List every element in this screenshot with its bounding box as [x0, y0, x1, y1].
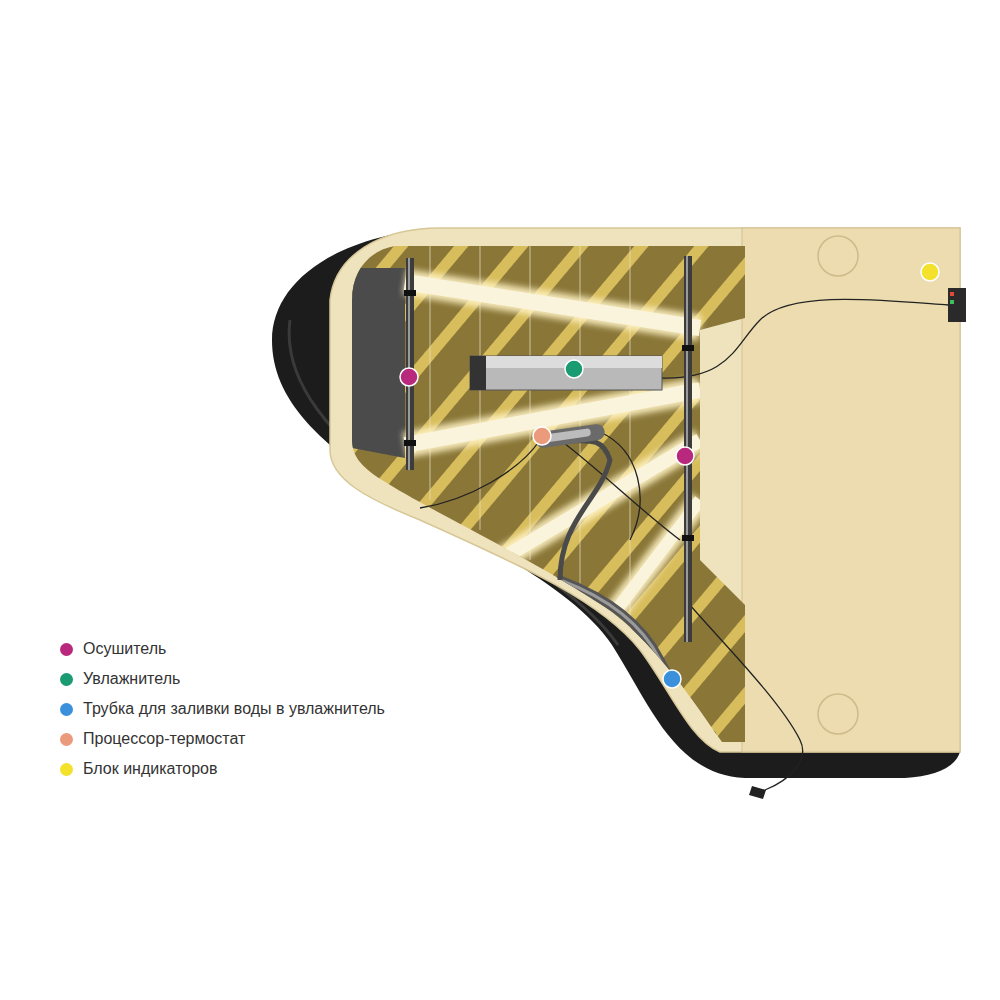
humidifier	[470, 356, 662, 390]
indicator-block	[948, 288, 966, 322]
leg-mark	[818, 236, 858, 276]
piano-rim-side	[272, 228, 960, 778]
power-plug	[749, 786, 766, 799]
legend: ОсушительУвлажнительТрубка для заливки в…	[60, 634, 385, 784]
legend-swatch	[60, 733, 73, 746]
legend-swatch	[60, 763, 73, 776]
keyboard-area	[742, 228, 960, 752]
leg-mark	[818, 694, 858, 734]
legend-swatch	[60, 643, 73, 656]
frame-strut	[405, 390, 700, 445]
legend-label: Осушитель	[83, 639, 166, 658]
piano-case	[330, 228, 960, 752]
marker-dot	[400, 263, 939, 688]
legend-item: Процессор-термостат	[60, 724, 385, 754]
legend-swatch	[60, 703, 73, 716]
legend-item: Осушитель	[60, 634, 385, 664]
thermostat-cable	[545, 440, 610, 580]
frame-strut	[405, 282, 700, 328]
dehumidifier-rod	[404, 256, 694, 642]
soundboard	[340, 240, 760, 750]
legend-item: Блок индикаторов	[60, 754, 385, 784]
legend-item: Трубка для заливки воды в увлажнитель	[60, 694, 385, 724]
legend-item: Увлажнитель	[60, 664, 385, 694]
legend-label: Трубка для заливки воды в увлажнитель	[83, 699, 385, 718]
legend-swatch	[60, 673, 73, 686]
legend-label: Процессор-термостат	[83, 729, 245, 748]
frame-wall	[352, 268, 405, 458]
legend-label: Блок индикаторов	[83, 759, 217, 778]
legend-label: Увлажнитель	[83, 669, 180, 688]
